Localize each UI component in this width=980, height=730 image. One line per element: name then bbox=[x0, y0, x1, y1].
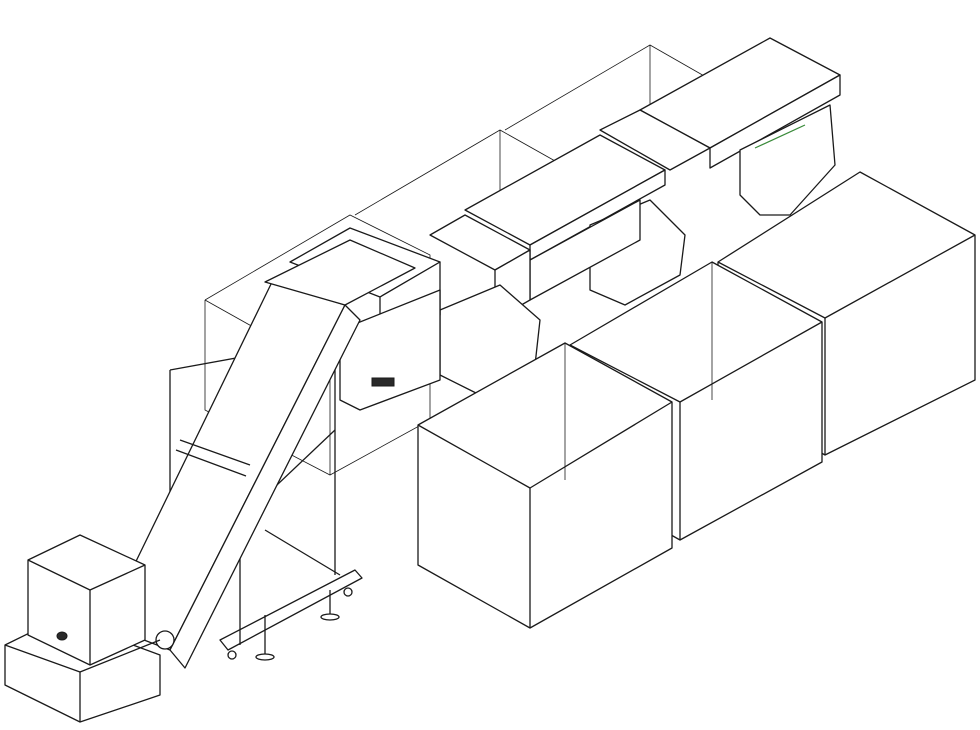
upper-conveyor bbox=[289, 37, 841, 411]
hopper-label-plate bbox=[56, 631, 68, 641]
pulley bbox=[155, 630, 175, 650]
accent-line bbox=[754, 124, 806, 149]
incline-conveyor bbox=[104, 239, 416, 669]
bracket bbox=[371, 377, 395, 387]
module-4 bbox=[599, 109, 711, 171]
incline-side bbox=[169, 304, 361, 669]
hopper-box bbox=[27, 534, 146, 666]
bin-left bbox=[417, 342, 673, 629]
front-bins bbox=[417, 171, 976, 629]
hopper bbox=[4, 534, 161, 723]
